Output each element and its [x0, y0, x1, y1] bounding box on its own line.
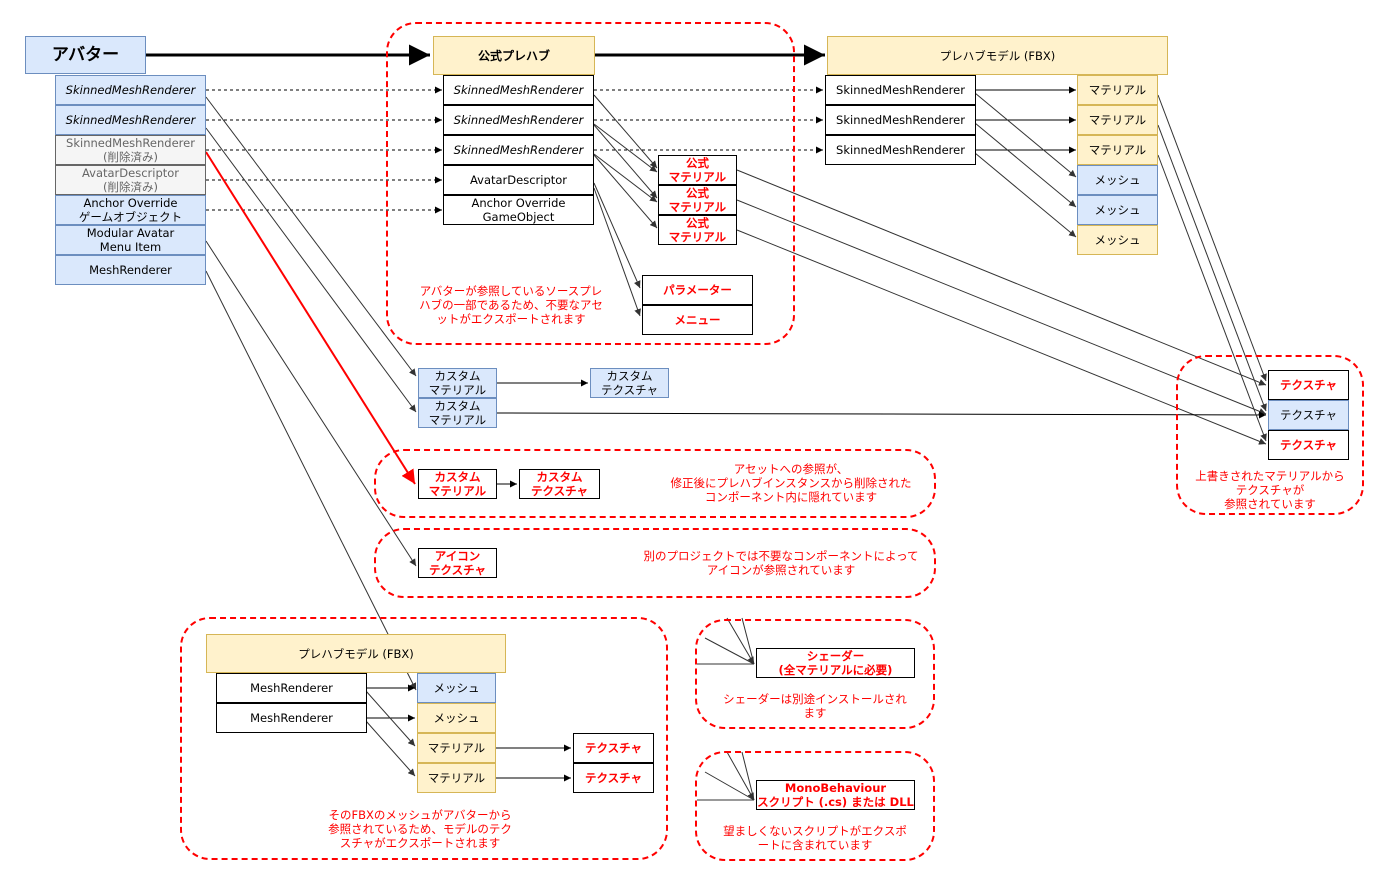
fbx-bottom-mr-2: MeshRenderer [216, 703, 367, 733]
fbx-top-smr-2: SkinnedMeshRenderer [825, 105, 976, 135]
group-textures-right [1176, 355, 1364, 515]
avatar-smr-2: SkinnedMeshRenderer [55, 105, 206, 135]
fbx-top-material-1: マテリアル [1077, 75, 1158, 105]
fbx-top-material-3: マテリアル [1077, 135, 1158, 165]
official-smr-1: SkinnedMeshRenderer [443, 75, 594, 105]
avatar-smr-1: SkinnedMeshRenderer [55, 75, 206, 105]
fbx-top-mesh-2: メッシュ [1077, 195, 1158, 225]
right-texture-3: テクスチャ [1268, 430, 1349, 460]
group-fbx-bottom [180, 617, 668, 860]
custom-material-2: カスタム マテリアル [418, 398, 497, 428]
avatar-anchor-override: Anchor Override ゲームオブジェクト [55, 195, 206, 225]
icon-refs-note: 別のプロジェクトでは不要なコンポーネントによって アイコンが参照されています [643, 549, 919, 577]
avatar-smr-deleted: SkinnedMeshRenderer (削除済み) [55, 135, 206, 165]
official-material-1: 公式 マテリアル [658, 155, 737, 185]
script-note: 望ましくないスクリプトがエクスポ ートに含まれています [723, 824, 907, 852]
shader-box: シェーダー (全マテリアルに必要) [756, 648, 915, 678]
icon-texture: アイコン テクスチャ [418, 548, 497, 578]
fbx-top-smr-3: SkinnedMeshRenderer [825, 135, 976, 165]
fbx-bottom-material-1: マテリアル [417, 733, 496, 763]
fbx-top-smr-1: SkinnedMeshRenderer [825, 75, 976, 105]
group-official-prefab [386, 22, 795, 345]
hidden-custom-texture: カスタム テクスチャ [519, 469, 600, 499]
fbx-bottom-mesh-2: メッシュ [417, 703, 496, 733]
group-shader [695, 619, 935, 729]
official-smr-2: SkinnedMeshRenderer [443, 105, 594, 135]
hidden-custom-material: カスタム マテリアル [418, 469, 497, 499]
official-prefab-note: アバターが参照しているソースプレ ハブの一部であるため、不要なアセ ットがエクス… [419, 284, 603, 326]
avatar-title: アバター [25, 36, 146, 74]
official-material-3: 公式 マテリアル [658, 215, 737, 245]
right-textures-note: 上書きされたマテリアルから テクスチャが 参照されています [1195, 469, 1345, 511]
custom-texture: カスタム テクスチャ [590, 368, 669, 398]
right-texture-1: テクスチャ [1268, 370, 1349, 400]
fbx-bottom-note: そのFBXのメッシュがアバターから 参照されているため、モデルのテク スチャがエ… [328, 808, 512, 850]
fbx-bottom-texture-2: テクスチャ [573, 763, 654, 793]
group-hidden-refs [374, 449, 936, 518]
edges [146, 44, 1267, 801]
official-prefab-title: 公式プレハブ [433, 36, 595, 75]
fbx-bottom-title: プレハブモデル (FBX) [206, 634, 506, 673]
official-menu: メニュー [642, 305, 753, 335]
fbx-top-material-2: マテリアル [1077, 105, 1158, 135]
hidden-refs-note: アセットへの参照が、 修正後にプレハブインスタンスから削除された コンポーネント… [670, 462, 912, 504]
official-material-2: 公式 マテリアル [658, 185, 737, 215]
official-anchor-override: Anchor Override GameObject [443, 195, 594, 225]
official-smr-3: SkinnedMeshRenderer [443, 135, 594, 165]
shader-note: シェーダーは別途インストールされ ます [723, 692, 907, 720]
official-avatar-descriptor: AvatarDescriptor [443, 165, 594, 195]
official-parameters: パラメーター [642, 275, 753, 305]
custom-material-1: カスタム マテリアル [418, 368, 497, 398]
fbx-bottom-mesh-1: メッシュ [417, 673, 496, 703]
fbx-top-mesh-1: メッシュ [1077, 165, 1158, 195]
script-box: MonoBehaviour スクリプト (.cs) または DLL [756, 780, 915, 810]
avatar-modular-menu: Modular Avatar Menu Item [55, 225, 206, 255]
avatar-descriptor-deleted: AvatarDescriptor (削除済み) [55, 165, 206, 195]
fbx-bottom-material-2: マテリアル [417, 763, 496, 793]
fbx-top-mesh-3: メッシュ [1077, 225, 1158, 255]
fbx-top-title: プレハブモデル (FBX) [827, 36, 1168, 75]
group-icon-refs [374, 528, 936, 598]
right-texture-2: テクスチャ [1268, 400, 1349, 430]
fbx-bottom-texture-1: テクスチャ [573, 733, 654, 763]
avatar-meshrenderer: MeshRenderer [55, 255, 206, 285]
fbx-bottom-mr-1: MeshRenderer [216, 673, 367, 703]
group-script [695, 751, 935, 861]
